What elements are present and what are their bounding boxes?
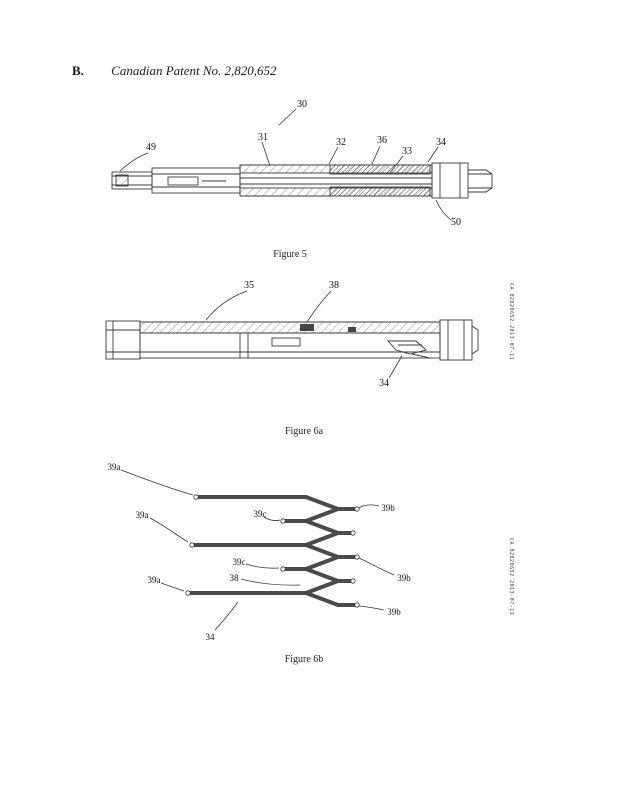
figure6a-caption: Figure 6a bbox=[284, 426, 324, 437]
filing-stamp: CA 02820652 2013-07-11 bbox=[508, 283, 514, 361]
figure6a-numerals: 35 38 34 bbox=[244, 280, 389, 389]
filing-stamp: CA 02820652 2013-07-11 bbox=[508, 538, 514, 616]
ref-numeral-49: 49 bbox=[146, 142, 156, 153]
figure6b-numerals: 39a 39a 39a 39c 39c 38 39b 39b 39b 34 bbox=[108, 462, 412, 642]
ref-numeral-36: 36 bbox=[377, 135, 387, 146]
ref-numeral-39a-1: 39a bbox=[108, 462, 121, 472]
ref-numeral-39a-3: 39a bbox=[148, 575, 161, 585]
ref-numeral-39a-2: 39a bbox=[136, 510, 149, 520]
ref-numeral-32: 32 bbox=[336, 137, 346, 148]
ref-numeral-34: 34 bbox=[206, 632, 216, 642]
figure5-numerals: 49 31 30 32 36 33 34 50 bbox=[146, 99, 461, 228]
ref-numeral-39b-2: 39b bbox=[397, 573, 411, 583]
figure6b-leaders bbox=[120, 469, 395, 631]
page-header: B. Canadian Patent No. 2,820,652 bbox=[72, 63, 277, 79]
ref-numeral-39b-1: 39b bbox=[381, 503, 395, 513]
ref-numeral-50: 50 bbox=[451, 217, 461, 228]
figure6a-leaders bbox=[205, 290, 403, 379]
ref-numeral-33: 33 bbox=[402, 146, 412, 157]
ref-numeral-39c-2: 39c bbox=[233, 557, 246, 567]
ref-numeral-31: 31 bbox=[258, 132, 268, 143]
patent-title: Canadian Patent No. 2,820,652 bbox=[111, 63, 277, 78]
section-label: B. bbox=[72, 63, 84, 78]
figure6b-caption: Figure 6b bbox=[284, 654, 324, 665]
figure6a-drawing bbox=[105, 319, 479, 361]
ref-numeral-30: 30 bbox=[297, 99, 307, 110]
figure6b-drawing bbox=[185, 494, 360, 608]
ref-numeral-39b-3: 39b bbox=[387, 607, 401, 617]
ref-numeral-35: 35 bbox=[244, 280, 254, 291]
ref-numeral-39c-1: 39c bbox=[254, 509, 267, 519]
ref-numeral-38: 38 bbox=[329, 280, 339, 291]
ref-numeral-38: 38 bbox=[230, 573, 240, 583]
figure5-caption: Figure 5 bbox=[273, 249, 307, 260]
figure5-drawing bbox=[111, 162, 493, 199]
figure5-leaders bbox=[119, 108, 452, 221]
ref-numeral-34: 34 bbox=[379, 378, 389, 389]
ref-numeral-34: 34 bbox=[436, 137, 446, 148]
